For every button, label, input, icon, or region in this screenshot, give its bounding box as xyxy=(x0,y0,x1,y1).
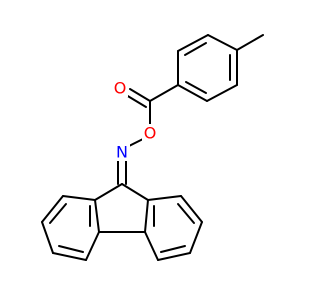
bond-right-2 xyxy=(180,195,203,223)
bond-ring-a-5 xyxy=(206,84,238,102)
atom-label-nitrogen-oxime: N xyxy=(116,143,128,162)
fluorene-right-ring xyxy=(144,195,203,261)
bond-right-5 xyxy=(144,231,159,261)
bond-ring-a-1 xyxy=(207,34,238,51)
atom-label-oxygen-carbonyl: O xyxy=(114,79,127,98)
bond-right-1 xyxy=(147,195,182,201)
bond-carbonyl-double-2 xyxy=(125,94,147,108)
bond-five-1 xyxy=(94,183,123,201)
bond-ring-a-4 xyxy=(177,84,208,102)
bond-left-5 xyxy=(85,231,100,261)
bond-ring-a-inner-1 xyxy=(184,42,207,56)
bond-carbonyl-double-1 xyxy=(129,88,151,102)
bond-ring-a-2 xyxy=(177,34,209,52)
fluorene-five-ring xyxy=(94,183,149,233)
atom-oxygen-carbonyl: O xyxy=(112,79,128,98)
bond-right-3 xyxy=(189,221,203,254)
fluorene-left-ring xyxy=(41,195,100,261)
bond-left-inner-1 xyxy=(49,203,67,224)
atom-nitrogen-oxime: N xyxy=(114,143,130,162)
bond-right-inner-2 xyxy=(160,245,186,253)
bond-right-inner-1 xyxy=(177,203,195,224)
bond-left-3 xyxy=(41,221,54,254)
atom-oxygen-ester: O xyxy=(142,124,158,143)
bond-five-4 xyxy=(144,199,149,233)
bond-left-2 xyxy=(41,195,64,223)
bond-left-1 xyxy=(62,195,96,201)
bond-left-4 xyxy=(52,252,87,261)
atom-label-oxygen-ester: O xyxy=(144,124,157,143)
bond-ring-to-carbonyl xyxy=(149,84,179,102)
toluene-ring xyxy=(177,34,238,102)
bond-methyl xyxy=(236,34,264,51)
chemical-structure-diagram: O O N xyxy=(41,34,264,261)
bond-left-inner-2 xyxy=(58,245,84,253)
bond-ring-a-inner-2 xyxy=(185,81,207,94)
bond-five-3 xyxy=(94,199,100,233)
bond-right-4 xyxy=(157,252,191,261)
bond-five-2 xyxy=(121,183,149,201)
